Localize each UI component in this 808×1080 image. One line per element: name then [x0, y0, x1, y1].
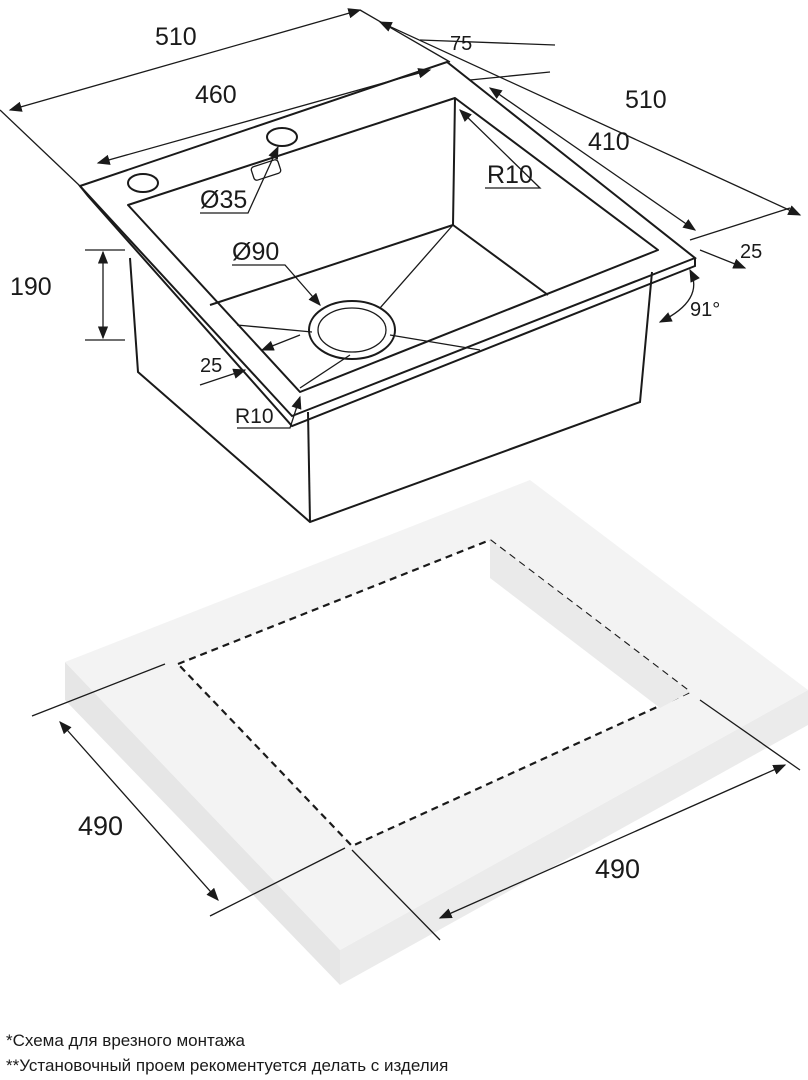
label-rim-offset: 75: [450, 33, 472, 55]
note-cutout-recommendation: **Установочный проем рекоментуется делат…: [6, 1056, 449, 1075]
tap-hole-right: [266, 127, 298, 147]
label-corner-radius-front: R10: [235, 405, 274, 428]
drain-inner: [317, 307, 387, 353]
label-overall-width: 510: [155, 23, 197, 51]
label-rim-front: 25: [200, 355, 222, 377]
dimension-lines: [0, 8, 802, 941]
label-cutout-width: 490: [595, 854, 640, 884]
sink-outer-body: [129, 257, 653, 524]
label-bowl-height: 190: [10, 273, 52, 301]
label-wall-angle: 91°: [690, 299, 720, 321]
dimension-labels: 510 460 75 510 410 R10 Ø35 Ø90 190 25 91…: [10, 23, 762, 884]
label-corner-radius-top: R10: [487, 161, 533, 189]
label-rim-right: 25: [740, 241, 762, 263]
label-drain: Ø90: [232, 238, 279, 266]
countertop: [65, 480, 808, 985]
label-cutout-depth: 490: [78, 811, 123, 841]
drain-outer: [308, 300, 396, 360]
overflow-icon: [250, 159, 282, 181]
footnotes: *Схема для врезного монтажа **Установочн…: [6, 1028, 448, 1078]
note-mounting-type: *Схема для врезного монтажа: [6, 1031, 245, 1050]
tap-hole-left: [127, 173, 159, 193]
cutout-inner-wall: [490, 540, 690, 708]
label-bowl-width: 460: [195, 81, 237, 109]
label-overall-depth: 510: [625, 86, 667, 114]
sink-rim-outer: [78, 60, 697, 418]
label-bowl-depth: 410: [588, 128, 630, 156]
label-tap-hole: Ø35: [200, 186, 247, 214]
